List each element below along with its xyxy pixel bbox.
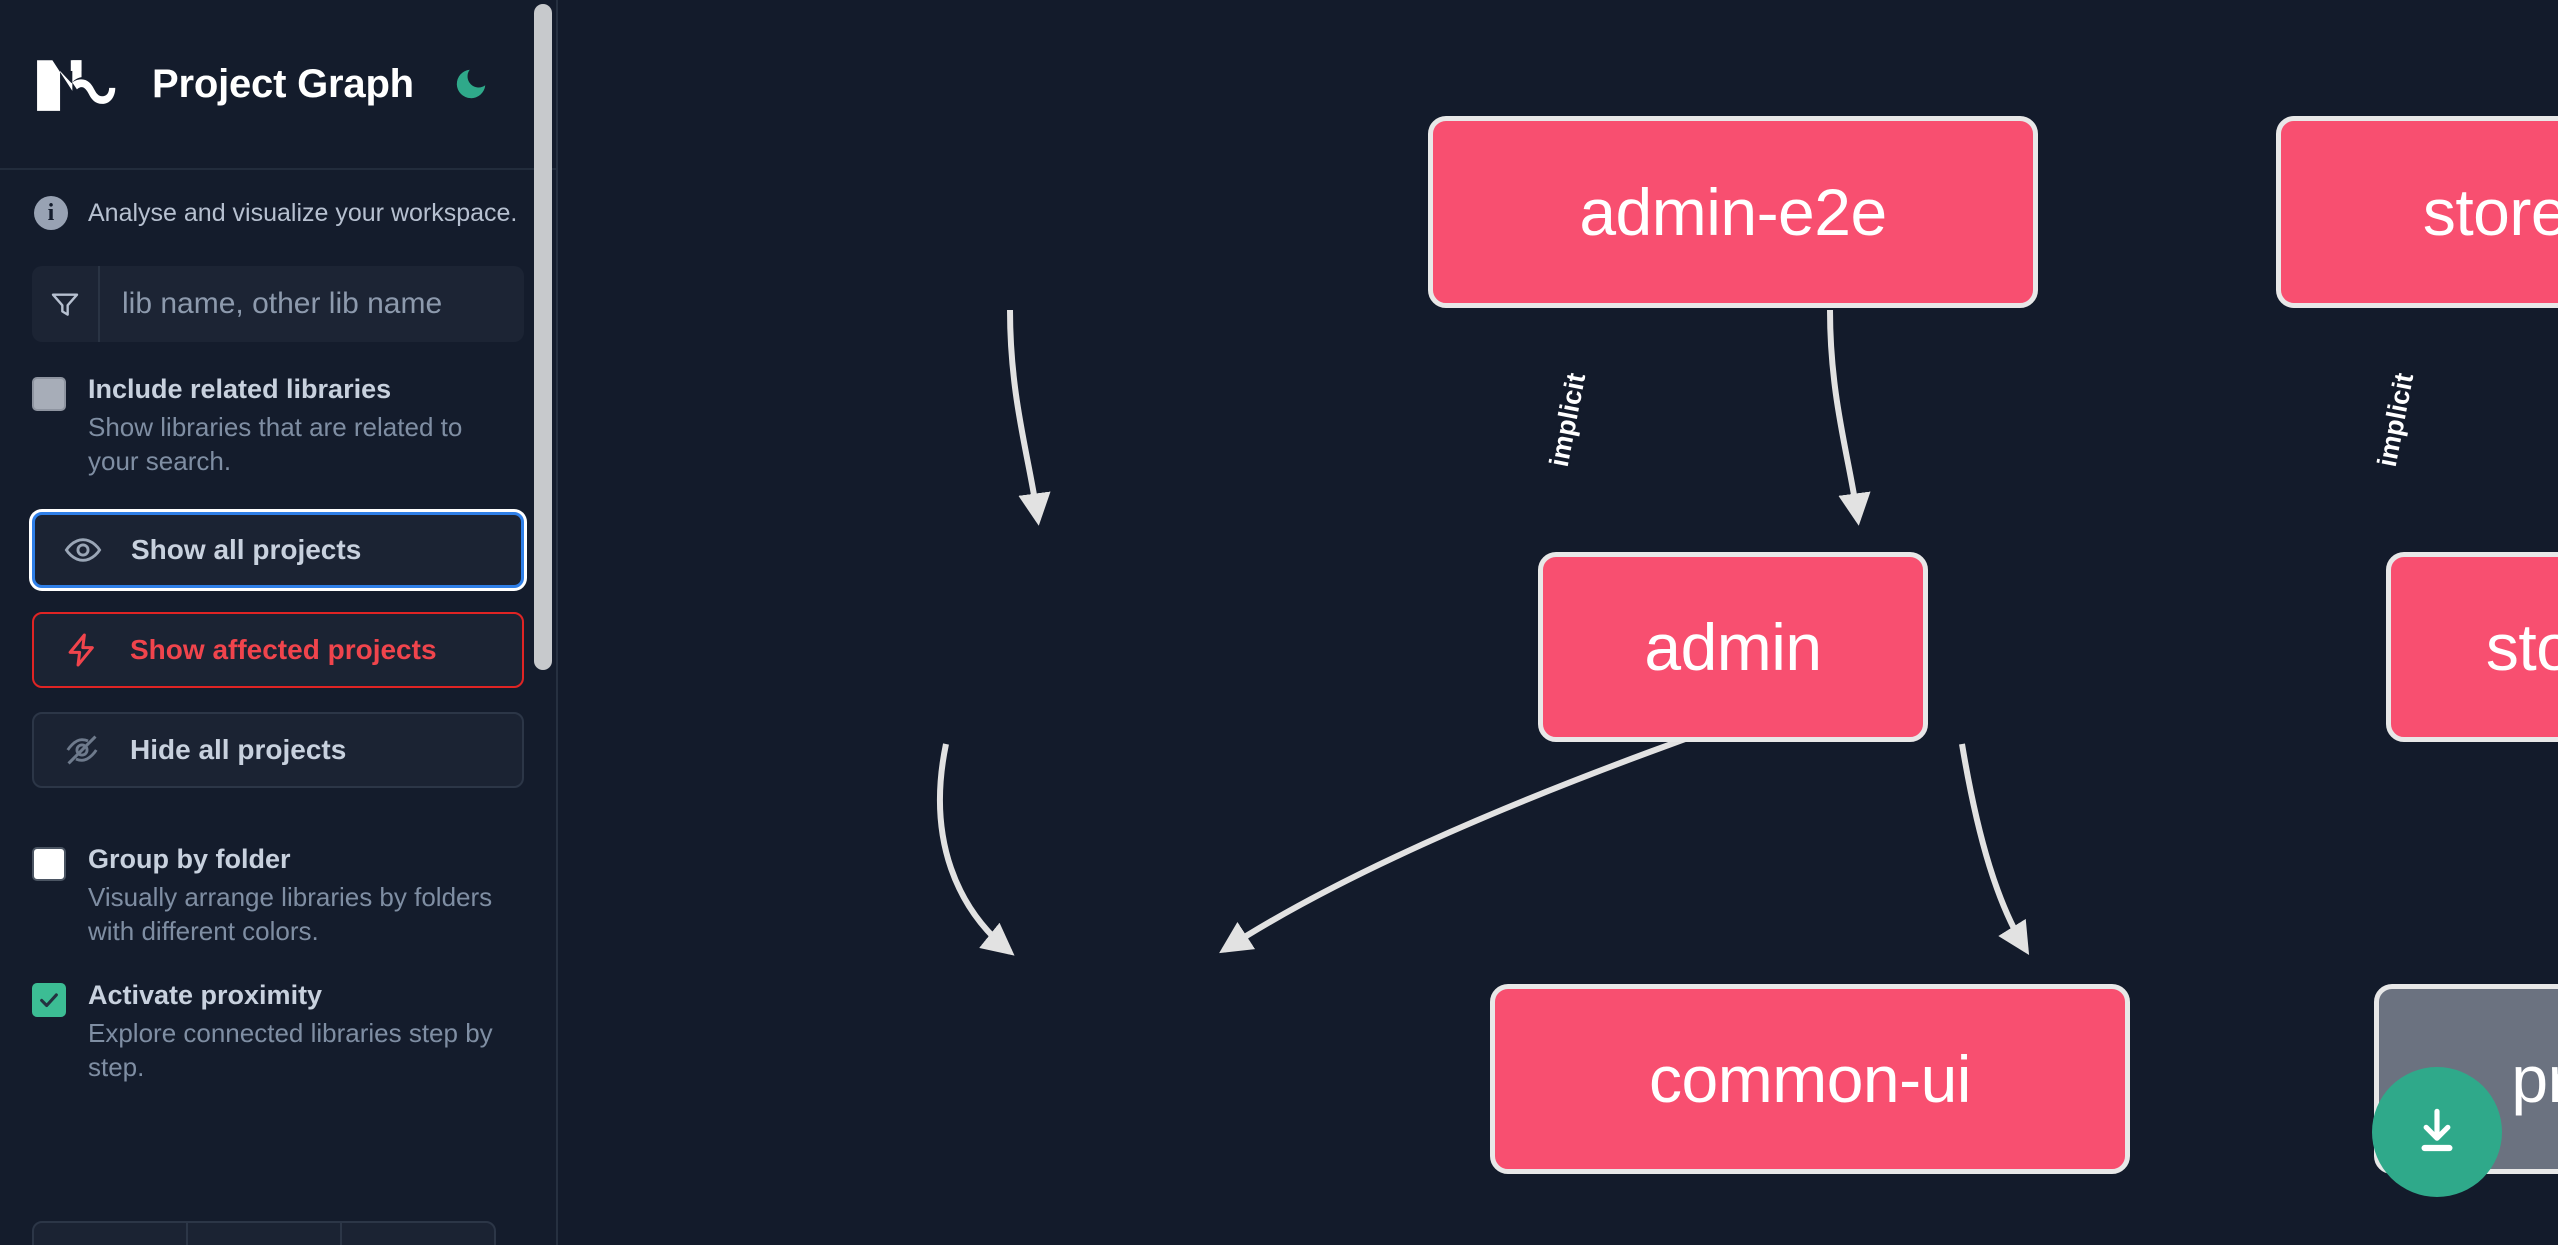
button-label: Show all projects [131, 534, 362, 566]
hide-all-projects-button[interactable]: Hide all projects [32, 712, 524, 789]
sidebar-header: Project Graph [0, 0, 556, 170]
sidebar-scrollbar-thumb[interactable] [534, 4, 552, 670]
edge-store-e2e-to-store [1827, 309, 1871, 526]
checkbox-include-related-libraries[interactable] [32, 377, 66, 411]
moon-icon[interactable] [448, 61, 494, 107]
show-affected-projects-button[interactable]: Show affected projects [32, 612, 524, 689]
segment-3[interactable] [342, 1223, 494, 1245]
edge-admin-to-common-ui [937, 743, 1015, 956]
download-graph-button[interactable] [2372, 1067, 2502, 1197]
info-icon: i [34, 196, 68, 230]
eye-off-icon [60, 728, 104, 772]
checkbox-activate-proximity[interactable] [32, 983, 66, 1018]
graph-node-store-e2e[interactable]: store-e2e [2276, 116, 2558, 308]
graph-canvas[interactable]: admin-e2e store-e2e admin store common-u… [558, 0, 2558, 1245]
sidebar-scrollbar-track[interactable] [534, 0, 552, 1245]
graph-node-admin-e2e[interactable]: admin-e2e [1428, 116, 2038, 308]
option-description: Explore connected libraries step by step… [88, 1017, 493, 1083]
download-icon [2421, 1108, 2453, 1152]
workspace-info-text: Analyse and visualize your workspace. [88, 198, 518, 227]
search-bar[interactable] [32, 266, 524, 342]
filter-icon [32, 266, 100, 342]
search-input[interactable] [100, 266, 524, 342]
segment-2[interactable] [188, 1223, 342, 1245]
workspace-info: i Analyse and visualize your workspace. [0, 170, 556, 254]
sidebar: Project Graph i Analyse and visualize yo… [0, 0, 558, 1245]
graph-node-store[interactable]: store [2386, 552, 2558, 742]
graph-node-admin[interactable]: admin [1538, 552, 1928, 742]
option-description: Show libraries that are related to your … [88, 411, 463, 476]
checkbox-group-by-folder[interactable] [32, 847, 66, 882]
button-label: Hide all projects [130, 734, 347, 766]
eye-icon [61, 528, 105, 572]
nx-logo [34, 53, 126, 115]
page-title: Project Graph [152, 61, 414, 106]
edge-store-to-products [1959, 743, 2030, 955]
segment-1[interactable] [34, 1223, 188, 1245]
button-label: Show affected projects [130, 634, 437, 666]
graph-node-common-ui[interactable]: common-ui [1490, 984, 2130, 1174]
show-all-projects-button[interactable]: Show all projects [32, 512, 524, 589]
option-label: Activate proximity [88, 980, 323, 1011]
option-activate-proximity[interactable]: Activate proximity Explore connected lib… [0, 948, 556, 1084]
edge-admin-e2e-to-admin [1007, 309, 1051, 526]
option-label: Group by folder [88, 844, 291, 875]
option-include-related-libraries[interactable]: Include related libraries Show libraries… [0, 342, 556, 478]
option-description: Visually arrange libraries by folders wi… [88, 881, 493, 947]
lightning-icon [60, 628, 104, 672]
bottom-segmented-control[interactable] [32, 1221, 496, 1245]
option-group-by-folder[interactable]: Group by folder Visually arrange librari… [0, 812, 556, 948]
project-visibility-buttons: Show all projects Show affected projects [0, 478, 556, 789]
option-label: Include related libraries [88, 374, 392, 404]
